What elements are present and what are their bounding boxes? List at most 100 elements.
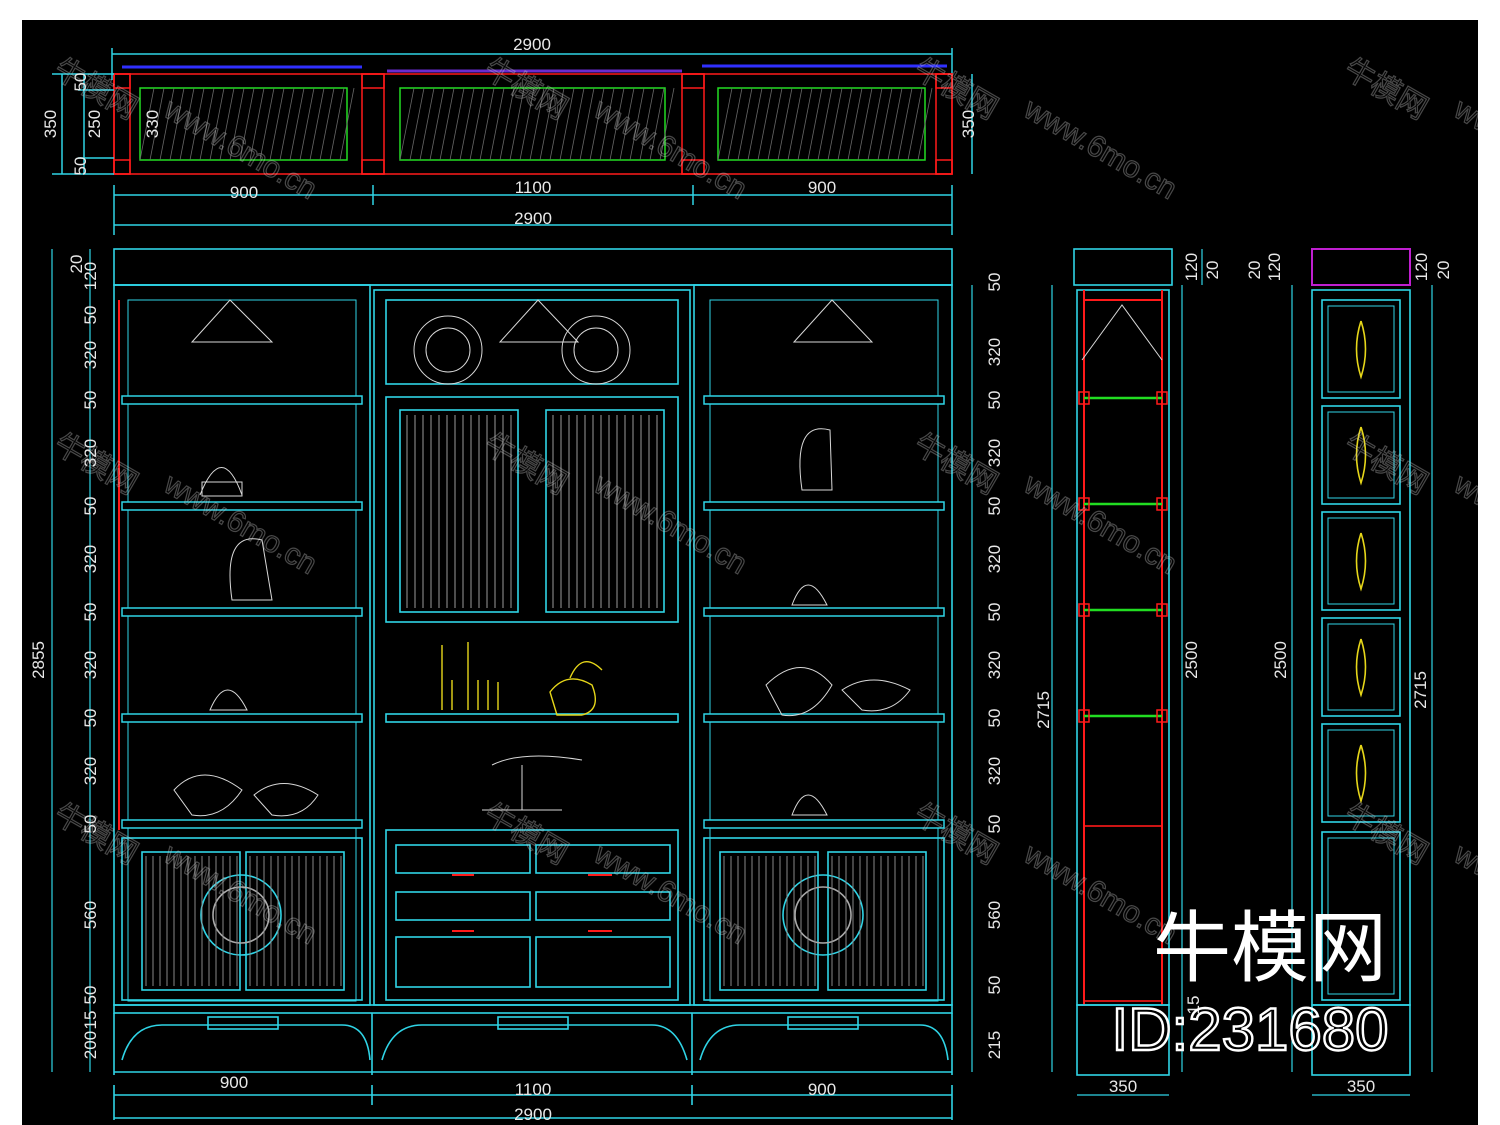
jug-left — [229, 538, 273, 601]
side1-shelf-pin — [1078, 497, 1090, 511]
side1-shelf-pin — [1156, 391, 1168, 405]
left-dim-label: 320 — [81, 757, 100, 785]
left-shelf — [121, 819, 363, 829]
hatch-line — [439, 87, 455, 161]
hatch-line — [747, 87, 763, 161]
brand-id-label: ID:231680 — [1112, 996, 1389, 1063]
bonsai — [482, 755, 583, 811]
left-dim-label: 320 — [81, 651, 100, 679]
hatch-line — [659, 87, 675, 161]
hatch-line — [867, 87, 883, 161]
hatch-line — [847, 87, 863, 161]
hatch-line — [827, 87, 843, 161]
hatch-line — [509, 87, 525, 161]
watermark-url: www.6mo.cn — [1018, 92, 1183, 206]
left-dim-label: 320 — [81, 545, 100, 573]
right-dim-label: 50 — [985, 273, 1004, 292]
left-dim-label: 50 — [81, 709, 100, 728]
right-dim-label: 50 — [985, 709, 1004, 728]
side1-inner-height-label: 2500 — [1182, 641, 1201, 679]
hatch-line — [419, 87, 435, 161]
hatch-line — [649, 87, 665, 161]
left-compartment — [127, 509, 357, 609]
side2-panel-inner — [1327, 729, 1395, 817]
hatch-line — [409, 87, 425, 161]
left-shelf — [121, 395, 363, 405]
hatch-line — [609, 87, 625, 161]
right-shelf — [703, 713, 945, 723]
side1-shelf-pin — [1078, 603, 1090, 617]
hatch-line — [559, 87, 575, 161]
teapot-right-2 — [791, 584, 828, 606]
cad-drawing: 2900 350 250 50 50 330 — [29, 35, 1478, 1124]
hatch-line — [569, 87, 585, 161]
watermark-brand: 牛模网 — [909, 52, 1003, 126]
hatch-line — [149, 87, 165, 161]
left-dim-label: 50 — [81, 815, 100, 834]
jug-right — [799, 428, 833, 491]
hatch-line — [917, 87, 933, 161]
hatch-line — [209, 87, 225, 161]
watermark-brand: 牛模网 — [479, 52, 573, 126]
left-dim-label: 50 — [81, 986, 100, 1005]
side1-shelf-pin — [1156, 497, 1168, 511]
top-inner-height-label: 330 — [143, 110, 162, 138]
hatch-line — [539, 87, 555, 161]
left-compartment — [127, 721, 357, 821]
side2-panel — [1321, 831, 1401, 1001]
side2-top-dim-2-label: 120 — [1265, 253, 1284, 281]
side2-panel — [1321, 511, 1401, 611]
hatch-line — [309, 87, 325, 161]
hatch-line — [767, 87, 783, 161]
left-dim-label: 200 — [81, 1031, 100, 1059]
right-compartment — [709, 509, 939, 609]
right-dim-label: 215 — [985, 1031, 1004, 1059]
brand-logo-text: 牛模网 — [1153, 904, 1387, 994]
right-dim-label: 50 — [985, 603, 1004, 622]
hatch-line — [169, 87, 185, 161]
hatch-line — [449, 87, 465, 161]
side2-ornament — [1355, 320, 1367, 380]
watermark-brand: 牛模网 — [49, 427, 143, 501]
hatch-line — [817, 87, 833, 161]
hatch-line — [737, 87, 753, 161]
hatch-line — [579, 87, 595, 161]
left-dim-label: 15 — [81, 1011, 100, 1030]
hatch-line — [269, 87, 285, 161]
hatch-line — [837, 87, 853, 161]
watermark-brand: 牛模网 — [479, 797, 573, 871]
side2-panel — [1321, 405, 1401, 505]
side1-top-dim-2-label: 20 — [1203, 261, 1222, 280]
side2-ornament — [1355, 426, 1367, 486]
side2-panel-inner — [1327, 623, 1395, 711]
hatch-line — [469, 87, 485, 161]
top-view: 2900 350 250 50 50 330 — [41, 35, 978, 235]
hatch-line — [459, 87, 475, 161]
right-dim-label: 320 — [985, 757, 1004, 785]
hatch-line — [319, 87, 335, 161]
hatch-line — [717, 87, 733, 161]
left-dim-label: 50 — [81, 603, 100, 622]
top-height-end-label: 50 — [71, 73, 90, 92]
hatch-line — [159, 87, 175, 161]
hatch-line — [479, 87, 495, 161]
side2-total-height-label: 2715 — [1411, 671, 1430, 709]
right-compartment — [709, 403, 939, 503]
hatch-line — [329, 87, 345, 161]
right-shelf — [703, 819, 945, 829]
mountain-ornament-center — [498, 299, 580, 343]
hatch-line — [727, 87, 743, 161]
right-dim-label: 320 — [985, 545, 1004, 573]
top-height-mid-label: 250 — [85, 110, 104, 138]
right-dim-label: 50 — [985, 391, 1004, 410]
right-dim-label: 50 — [985, 976, 1004, 995]
left-dim-label: 50 — [81, 306, 100, 325]
left-dim-label: 320 — [81, 439, 100, 467]
right-dim-label: 320 — [985, 651, 1004, 679]
hatch-line — [619, 87, 635, 161]
hatch-line — [299, 87, 315, 161]
side2-panel-inner — [1327, 837, 1395, 995]
front-elevation — [113, 248, 953, 1120]
right-shelf — [703, 501, 945, 511]
front-bottom-seg-1-label: 900 — [220, 1073, 248, 1092]
